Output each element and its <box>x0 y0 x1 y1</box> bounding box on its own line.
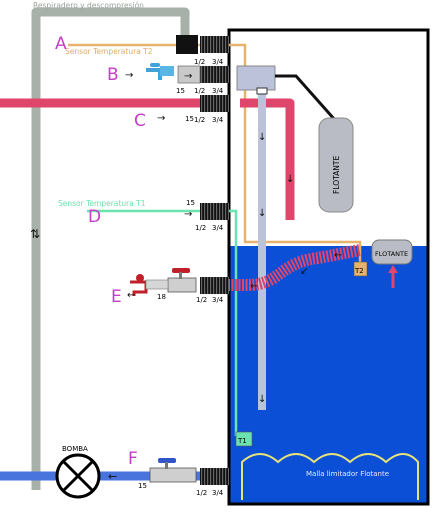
label-a: A <box>55 34 67 54</box>
hot-flow-arrow: ↓ <box>286 174 294 185</box>
fitting-c <box>200 95 229 112</box>
sensor-t1-label: Sensor Temperatura T1 <box>58 199 146 208</box>
fitting-f <box>200 468 229 485</box>
size-b-15: 15 <box>176 87 185 95</box>
hose-arrow-3: ← <box>334 250 342 261</box>
hose-arrow-1: ← <box>250 281 258 292</box>
sensor-d-arrow: → <box>184 209 192 220</box>
valve-e-icon <box>130 268 197 296</box>
size-f-15: 15 <box>138 482 147 490</box>
sensor-t1-box <box>235 431 253 447</box>
inner-arrow-1: ↓ <box>258 132 266 143</box>
fitting-b: → <box>177 65 229 84</box>
fitting-d <box>200 203 229 220</box>
fitting-a <box>176 35 229 54</box>
floating-intake <box>371 239 413 265</box>
sensor-t2-label: Sensor Temperatura T2 <box>65 47 153 56</box>
size-d-half: 1/2 <box>195 224 206 232</box>
hose-arrow-2: ↙ <box>300 266 308 277</box>
inlet-c-arrow: → <box>157 113 165 124</box>
floating-intake-label: FLOTANTE <box>375 250 408 258</box>
sensor-t1-line <box>87 209 238 436</box>
label-c: C <box>134 111 146 131</box>
size-c-half: 1/2 <box>194 116 205 124</box>
size-a-half: 1/2 <box>194 58 205 66</box>
sensor-t2-box-label: T2 <box>354 267 364 275</box>
vent-arrows: ⇅ <box>30 227 40 241</box>
tank-outline <box>227 28 430 506</box>
label-f: F <box>128 449 138 469</box>
faucet-b-icon <box>146 63 174 80</box>
float-cable <box>275 74 337 121</box>
pump-label: BOMBA <box>62 445 88 453</box>
inner-arrow-2: ↓ <box>258 208 266 219</box>
size-d-34: 3/4 <box>212 224 224 232</box>
float-mesh <box>241 453 419 500</box>
junction-nozzle <box>256 87 268 95</box>
size-e-34: 3/4 <box>212 296 224 304</box>
size-d-15: 15 <box>186 199 195 207</box>
outlet-e-arrow: ← <box>127 290 135 301</box>
sensor-t2-box <box>353 261 368 277</box>
upper-float <box>318 117 354 213</box>
fitting-e <box>200 277 229 294</box>
label-e: E <box>111 287 122 307</box>
size-e-half: 1/2 <box>196 296 207 304</box>
drain-arrow: ← <box>108 470 117 483</box>
label-b: B <box>107 65 119 85</box>
svg-text:→: → <box>184 71 192 82</box>
size-f-34: 3/4 <box>212 489 224 497</box>
size-a-34: 3/4 <box>212 58 224 66</box>
faucet-b-arrow: → <box>125 70 133 81</box>
hot-inner-pipe <box>240 98 295 220</box>
valve-f-icon <box>149 458 197 483</box>
junction-block <box>236 65 276 91</box>
inner-arrow-3: ↓ <box>258 394 266 405</box>
floating-hose <box>200 244 362 291</box>
vent-pipe <box>31 7 190 490</box>
upper-float-label: FLOTANTE <box>332 156 341 194</box>
vent-title: Respiradero y descompresión <box>33 1 144 10</box>
size-b-34: 3/4 <box>212 87 224 95</box>
sensor-t1-box-label: T1 <box>237 437 247 445</box>
intake-arrow-head <box>388 265 398 273</box>
size-b-half: 1/2 <box>194 87 205 95</box>
label-d: D <box>88 207 101 227</box>
size-f-half: 1/2 <box>196 489 207 497</box>
mesh-label: Malla limitador Flotante <box>306 470 389 478</box>
size-c-15: 15 <box>185 115 194 123</box>
size-e-18: 18 <box>157 293 166 301</box>
size-c-34: 3/4 <box>212 116 224 124</box>
pump-cross <box>61 459 95 493</box>
